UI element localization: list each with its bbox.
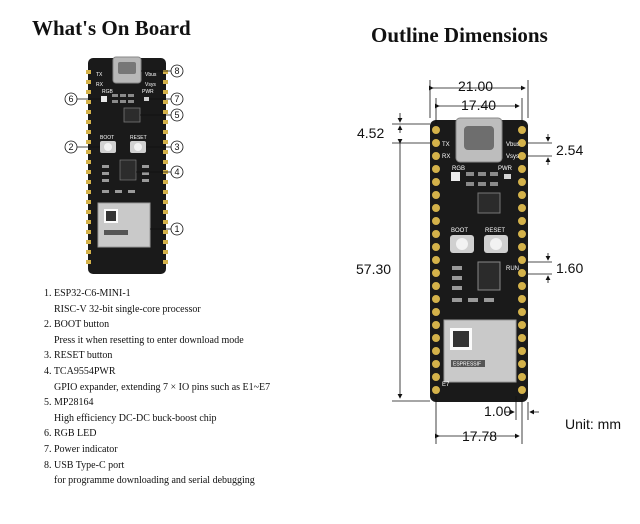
left-board [86,56,168,274]
right-mp28164-chip [477,192,501,214]
left-tx-label: TX [96,72,103,78]
callout-2: 2 [68,142,73,152]
left-mp28164-chip [123,107,141,123]
left-tca9554-chip [119,159,137,181]
left-title: What's On Board [32,16,191,40]
component-2-subtitle: Press it when resetting to enter downloa… [54,334,244,346]
right-rx-label: RX [442,154,450,160]
dimension-lines [392,80,552,444]
right-tca9554-chip [477,261,501,291]
dim-pin-pitch: 1.60 [556,260,583,276]
dim-hole-spacing-top: 17.40 [461,97,496,113]
left-rgb-led [101,96,107,102]
right-e7-label: E7 [442,382,450,388]
dim-height: 57.30 [356,261,391,277]
dim-total-width: 21.00 [458,78,493,94]
dim-top-offset: 4.52 [357,125,384,141]
callout-1: 1 [174,224,179,234]
callout-8: 8 [174,66,179,76]
left-esp32-module [97,202,151,248]
right-run-label: RUN [506,266,519,272]
callout-circles [64,64,184,236]
component-5-subtitle: High efficiency DC-DC buck-boost chip [54,412,217,424]
component-2-title: 2. BOOT button [44,319,110,331]
component-5-title: 5. MP28164 [44,397,94,409]
right-rgb-label: RGB [452,166,465,172]
left-reset-label: RESET [130,135,147,141]
right-rgb-led [451,172,460,181]
left-callouts [77,70,171,230]
right-vbus-label: Vbus [506,142,520,148]
left-board-pads-left [86,70,91,264]
right-boot-label: BOOT [451,228,468,234]
callout-6: 6 [68,94,73,104]
callout-5: 5 [174,110,179,120]
component-7-title: 7. Power indicator [44,443,118,455]
callout-4: 4 [174,167,179,177]
unit-label: Unit: mm [565,416,621,432]
left-vbus-label: Vbus [145,72,157,78]
dim-top-right-offset: 2.54 [556,142,583,158]
component-8-subtitle: for programme downloading and serial deb… [54,475,255,487]
left-rgb-label: RGB [102,89,114,95]
component-6-title: 6. RGB LED [44,428,97,440]
callout-7: 7 [174,94,179,104]
component-1-subtitle: RISC-V 32-bit single-core processor [54,303,201,315]
component-1-title: 1. ESP32-C6-MINI-1 [44,288,131,299]
right-vsys-label: Vsys [506,154,519,160]
callout-3: 3 [174,142,179,152]
component-4-subtitle: GPIO expander, extending 7 × IO pins suc… [54,381,271,393]
right-board-pads-left [431,125,441,395]
left-power-led [144,97,149,101]
right-espressif-label: ESPRESSIF [453,362,481,368]
component-list: 1. ESP32-C6-MINI-1 RISC-V 32-bit single-… [44,286,344,489]
right-board-pads-right [517,125,527,395]
right-power-led [504,174,511,179]
left-boot-label: BOOT [100,135,114,141]
component-8-title: 8. USB Type-C port [44,459,125,471]
right-board: ESPRESSIF [430,117,528,402]
left-pwr-label: PWR [142,89,154,95]
right-tx-label: TX [442,142,450,148]
right-reset-label: RESET [485,228,505,234]
dim-bottom-width: 17.78 [462,428,497,444]
right-title: Outline Dimensions [371,23,548,47]
left-rx-label: RX [96,82,104,88]
left-vsys-label: Vsys [145,82,156,88]
component-4-title: 4. TCA9554PWR [44,365,116,377]
left-board-pads-right [163,70,168,264]
component-3-title: 3. RESET button [44,350,113,362]
right-pwr-label: PWR [498,166,513,172]
dim-bottom-offset: 1.00 [484,403,511,419]
